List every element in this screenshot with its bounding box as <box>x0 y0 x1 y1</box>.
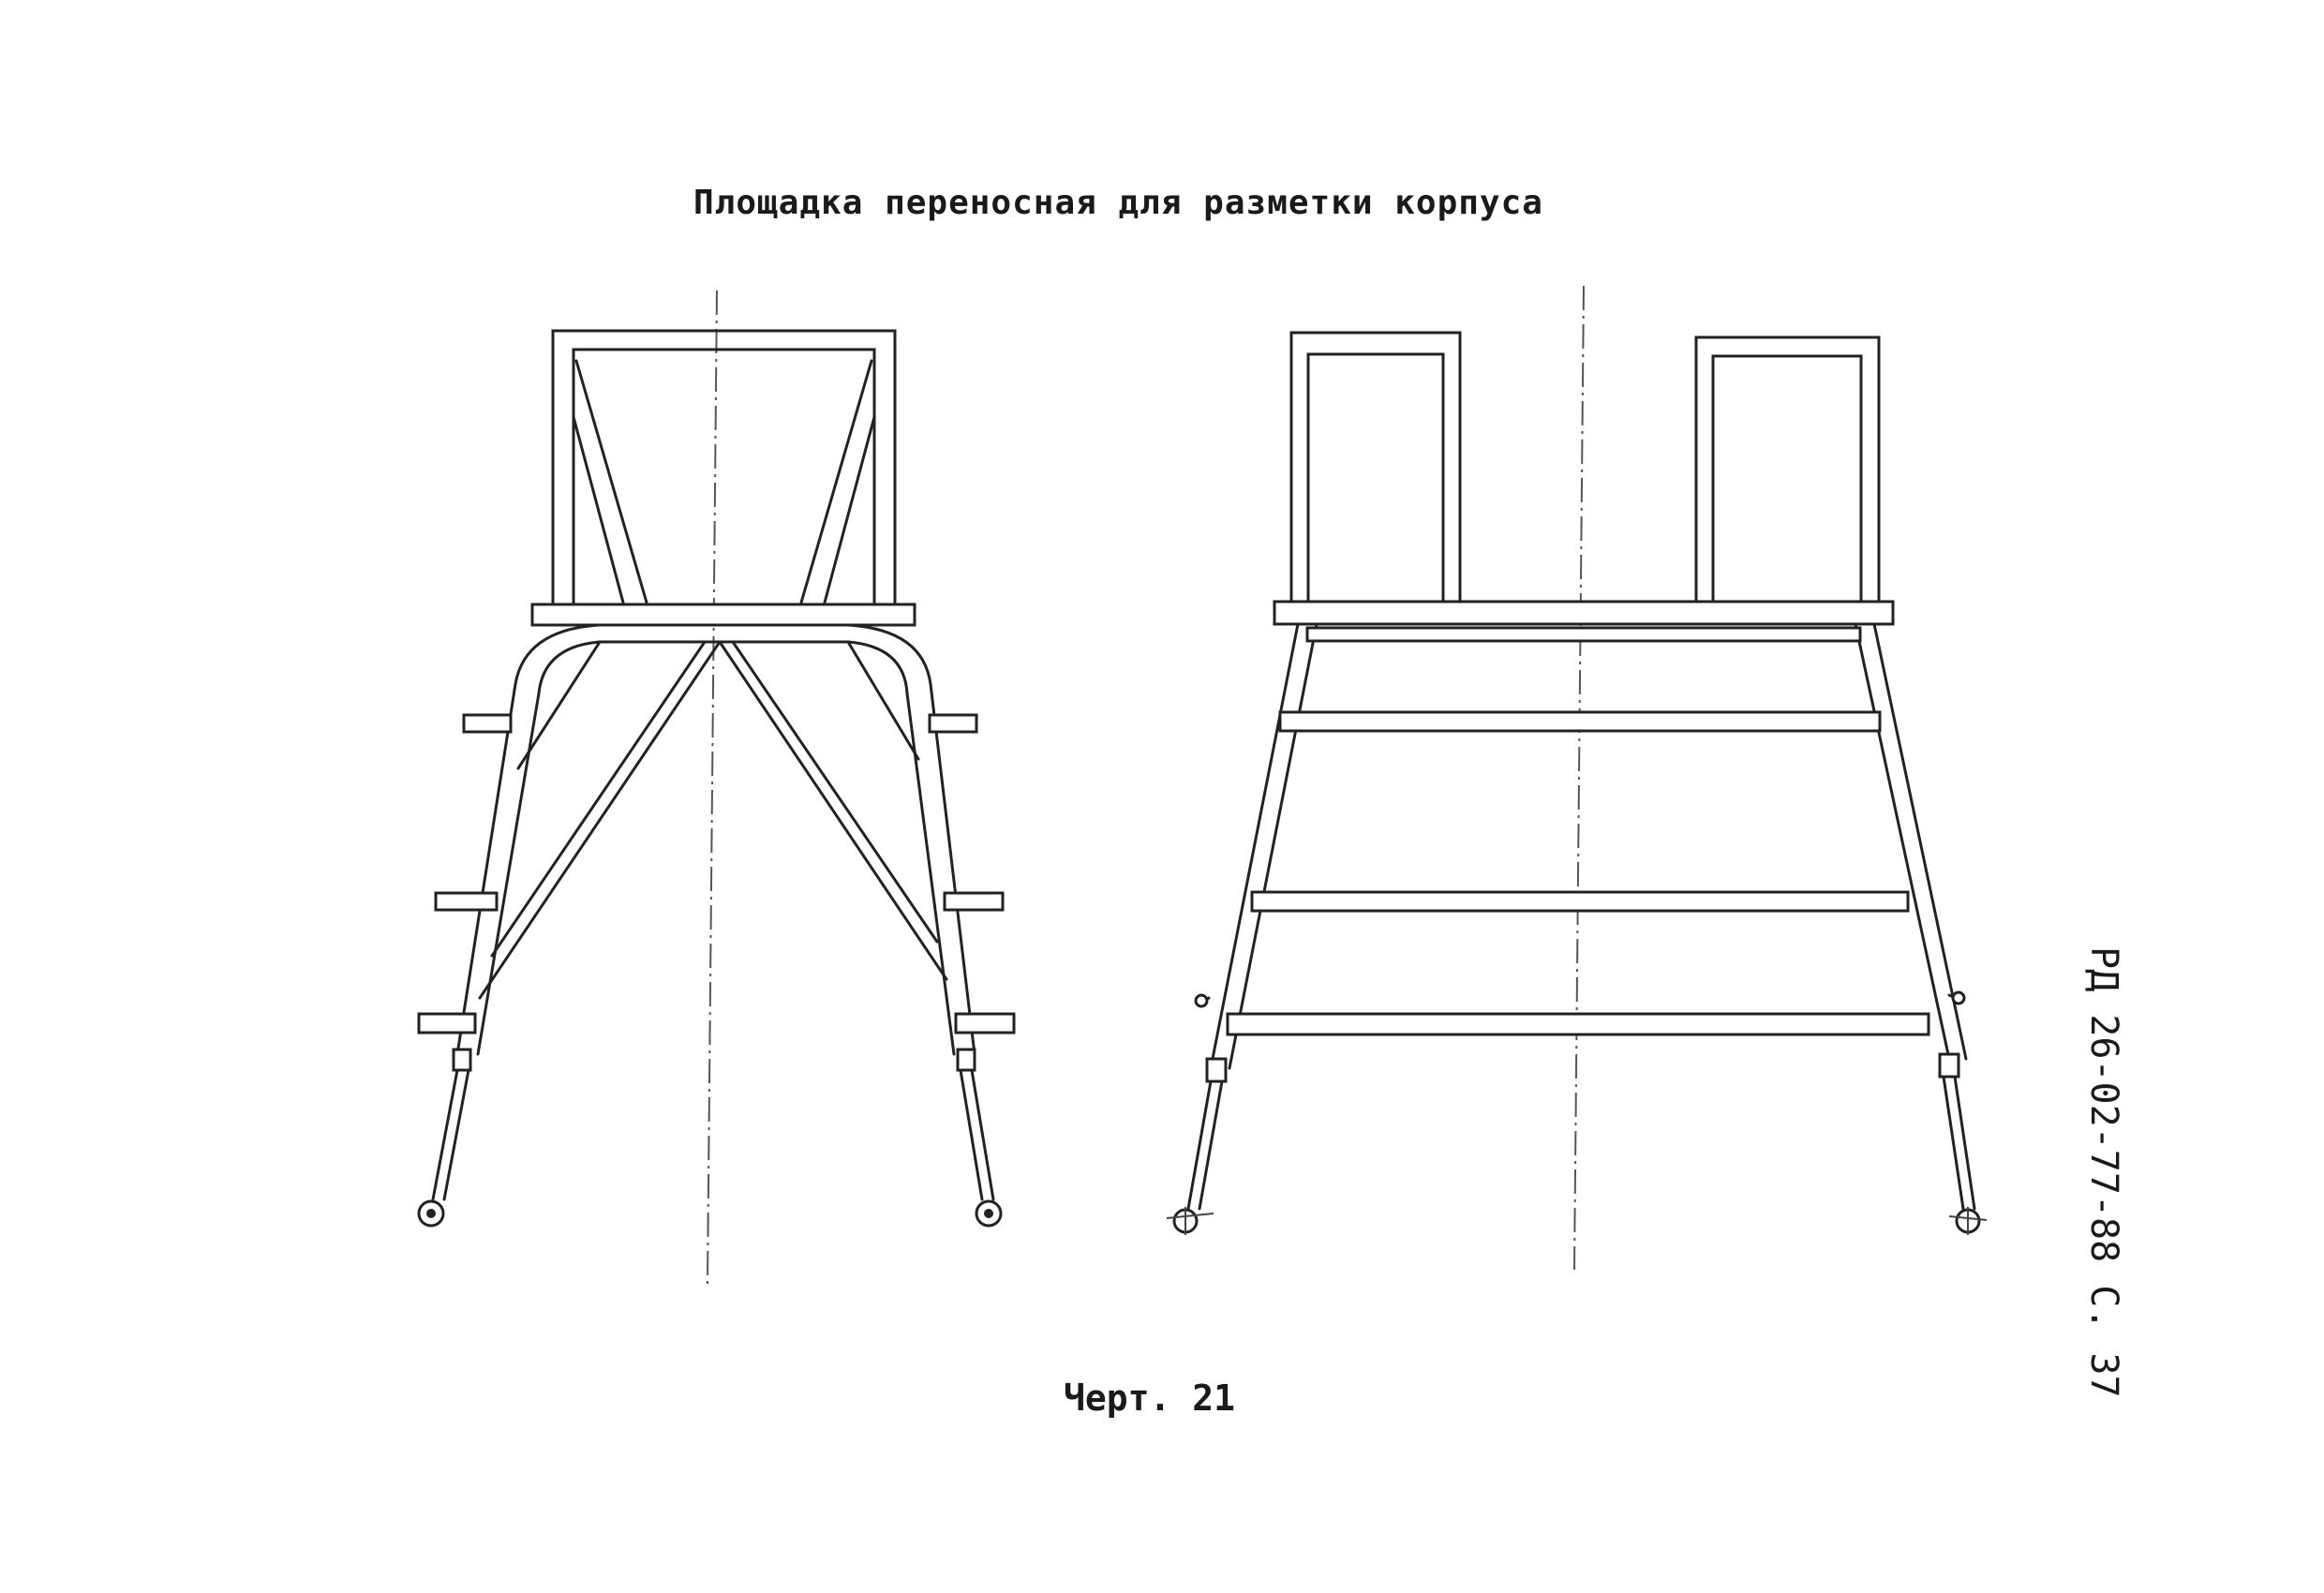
document-reference: РД 26-02-77-88 С. 37 <box>2082 946 2125 1398</box>
drawing-caption: Черт. 21 <box>1064 1377 1236 1419</box>
front-view-figure <box>417 290 1016 1285</box>
front-view-handrail <box>551 329 897 609</box>
front-view-legs <box>455 623 976 1056</box>
front-view-platform <box>530 603 916 627</box>
side-view-left-handrail <box>1289 331 1462 604</box>
side-view-right-foot <box>1948 1207 1988 1235</box>
front-view-cross-braces <box>478 640 948 1000</box>
front-view-lower-legs <box>431 1048 995 1201</box>
side-view-platform <box>1273 600 1895 626</box>
front-view-steps <box>417 713 1016 1035</box>
side-view-center-axis <box>1573 285 1585 1271</box>
side-view-left-foot <box>1166 1207 1214 1235</box>
side-view-right-handrail <box>1694 335 1881 604</box>
side-view-lower-legs <box>1186 1052 1976 1211</box>
side-view-legs <box>1209 622 1968 1070</box>
front-view-center-axis <box>707 290 718 1285</box>
side-view-rungs <box>1226 626 1930 1036</box>
side-view-clamps <box>1194 990 1966 1008</box>
drawing-title: Площадка переносная для разметки корпуса <box>693 184 1543 222</box>
side-view-figure <box>1166 285 1988 1271</box>
